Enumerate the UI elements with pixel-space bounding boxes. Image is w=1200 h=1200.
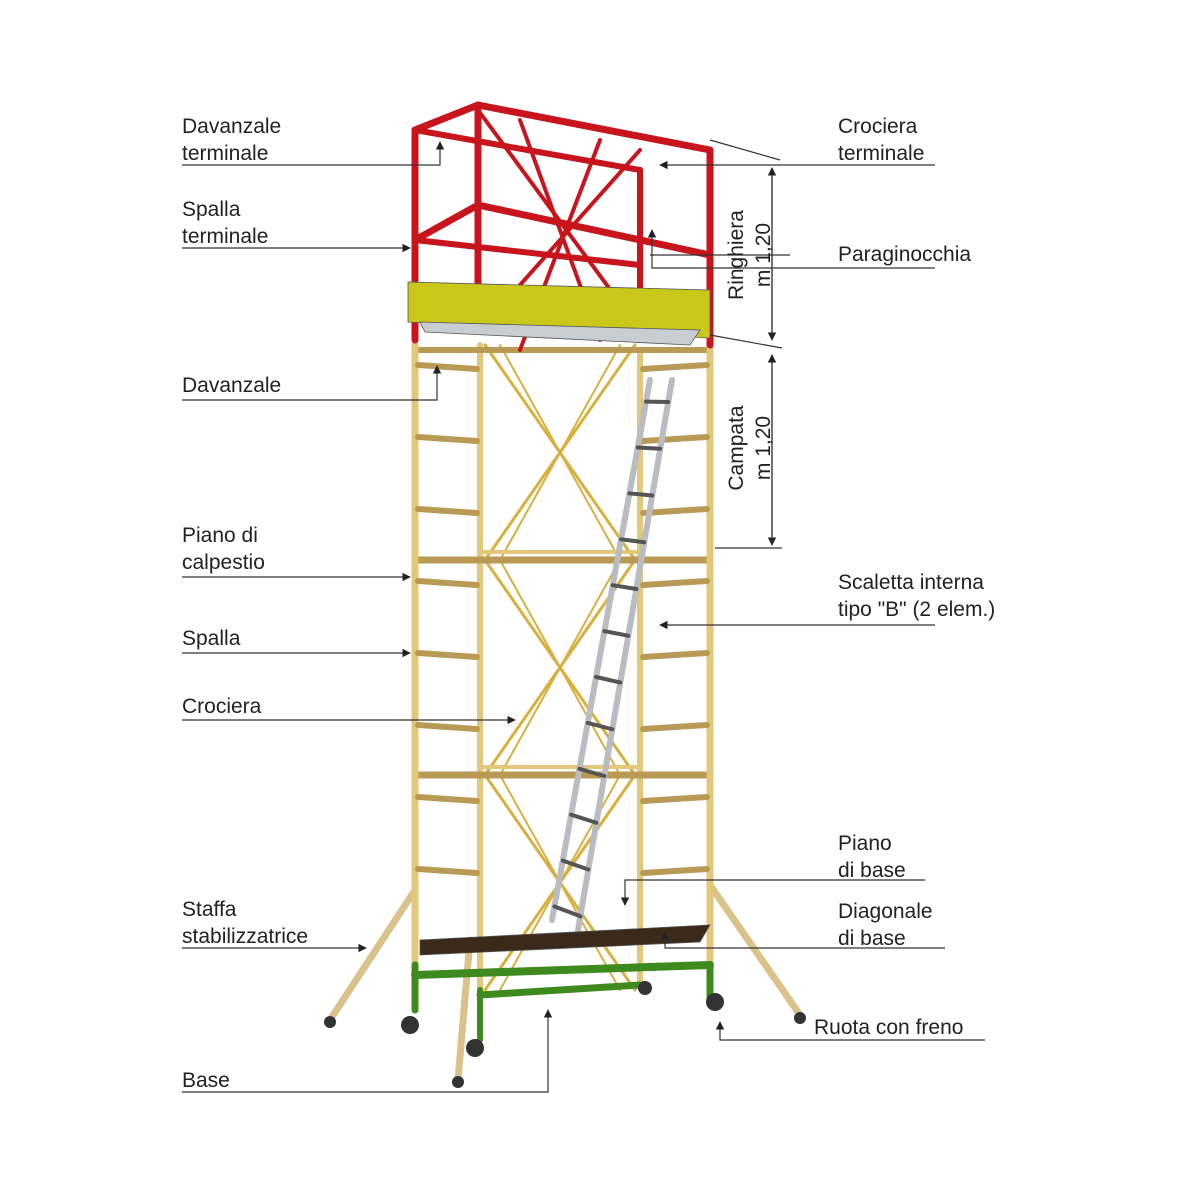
label-base: Base (182, 1069, 230, 1092)
ladder-rung (560, 858, 591, 872)
rung (640, 434, 710, 444)
ladder-rung (569, 812, 599, 825)
rung (415, 866, 480, 876)
rung (640, 866, 710, 876)
guardrail-rail (412, 127, 643, 173)
guardrail-rail (474, 201, 714, 259)
rung (415, 434, 480, 444)
stabilizer (454, 936, 474, 1084)
foot (794, 1012, 806, 1024)
guardrail-rail (411, 101, 482, 134)
leader-line (182, 141, 445, 166)
label-paraginocchia: Paraginocchia (838, 243, 972, 266)
leader-line (620, 879, 925, 906)
guardrail-rail (474, 101, 714, 154)
base-platform (419, 924, 711, 956)
ladder-rung (552, 904, 583, 919)
wheel (401, 1016, 419, 1034)
leader-line (182, 365, 442, 401)
leader-line (709, 334, 783, 349)
rung (640, 722, 710, 732)
rung (415, 362, 480, 372)
rung (640, 794, 710, 804)
ladder-rung (602, 629, 631, 638)
ladder-rail (549, 377, 653, 923)
wheel (706, 993, 724, 1011)
ladder-rung (635, 445, 663, 451)
rung (415, 722, 480, 732)
guardrail-rail (412, 237, 643, 268)
rung (640, 506, 710, 516)
base-beam (476, 981, 644, 999)
label-crociera: Crociera (182, 695, 262, 718)
guardrail-rail (411, 201, 482, 244)
cross-brace (499, 344, 621, 561)
cross-brace (499, 559, 621, 776)
label-davanzale: Davanzale (182, 374, 282, 397)
leader-line (182, 1009, 553, 1093)
rung (640, 578, 710, 588)
foot (452, 1076, 464, 1088)
leader-line (660, 931, 945, 949)
rung (415, 794, 480, 804)
ladder-rung (577, 766, 607, 778)
rung (415, 650, 480, 660)
wheel (466, 1039, 484, 1057)
rung (640, 362, 710, 372)
foot (324, 1016, 336, 1028)
ladder-rung (594, 675, 623, 685)
label-ruota-con-freno: Ruota con freno (814, 1016, 964, 1039)
ladder-rung (610, 583, 639, 591)
rung (415, 506, 480, 516)
leader-line (709, 139, 781, 161)
base-beam (411, 961, 714, 979)
top-platform (419, 321, 701, 346)
ladder-rung (585, 720, 615, 732)
label-spalla: Spalla (182, 627, 241, 650)
leader-line (647, 229, 935, 269)
stabilizer (706, 881, 804, 1019)
rung (640, 650, 710, 660)
ladder-rung (619, 537, 647, 545)
rung (415, 578, 480, 588)
stabilizer (326, 886, 419, 1024)
ladder-rail (575, 377, 675, 933)
leader-line (715, 1021, 985, 1041)
wheel (638, 981, 652, 995)
ladder-rung (627, 491, 655, 498)
